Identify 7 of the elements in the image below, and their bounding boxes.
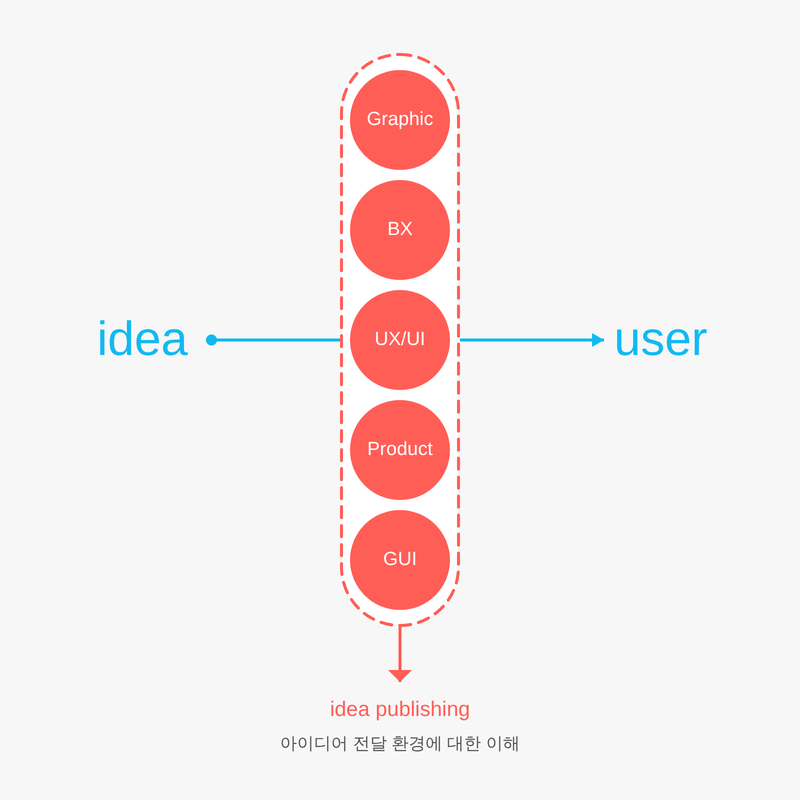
output-title: idea publishing	[330, 697, 470, 723]
arrow	[388, 627, 412, 682]
output-subtitle: 아이디어 전달 환경에 대한 이해	[280, 733, 520, 755]
target-label: user	[604, 310, 708, 370]
dot-line-connector	[206, 334, 340, 346]
arrow	[460, 333, 604, 347]
source-label: idea	[97, 310, 188, 370]
